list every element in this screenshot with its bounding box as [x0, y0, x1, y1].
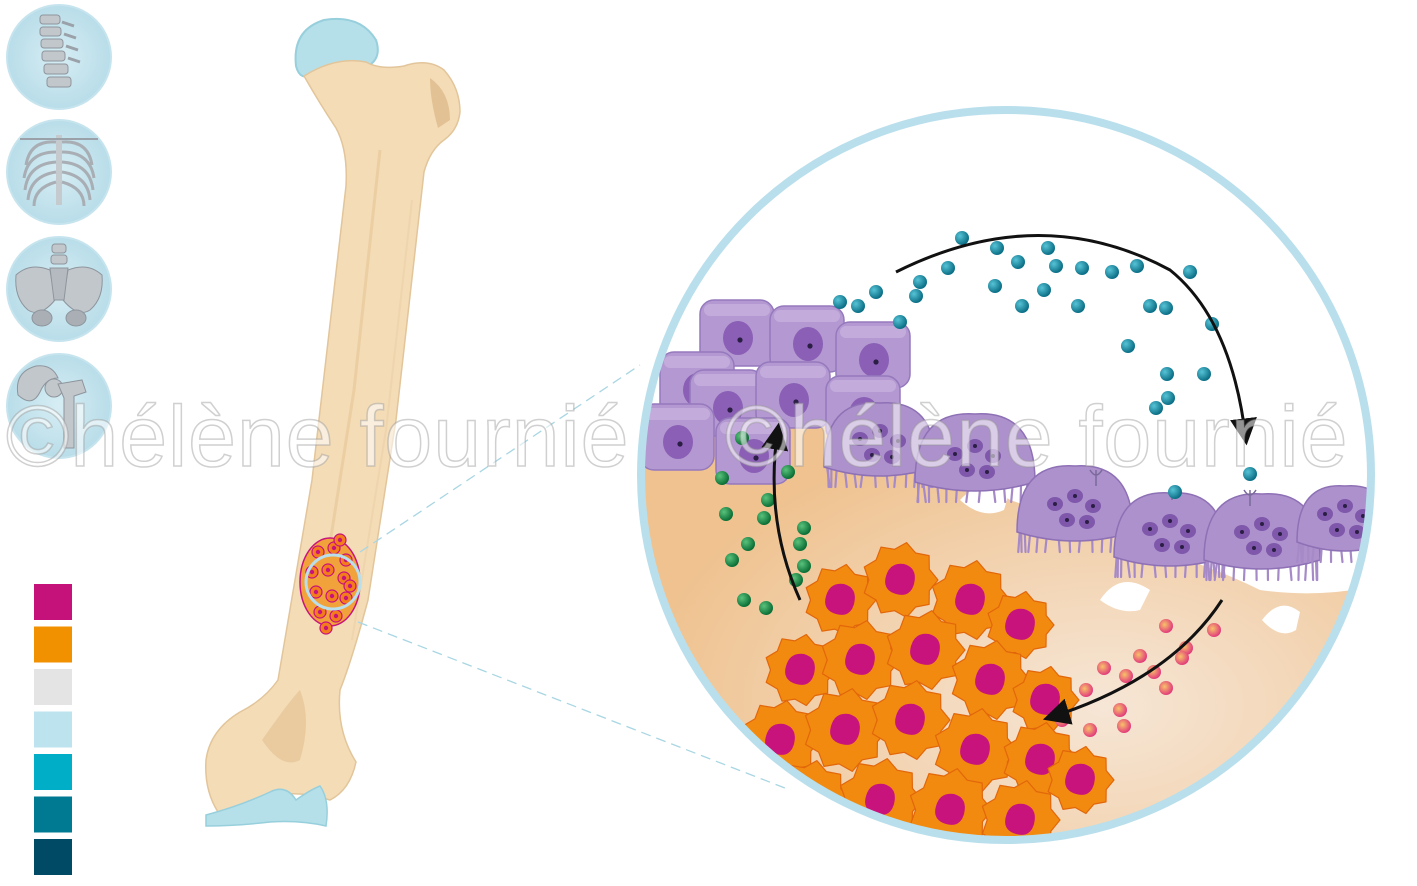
pelvis-thumbnail[interactable] [7, 237, 111, 341]
orange-particle [1159, 619, 1173, 633]
tumor-nucleus [330, 594, 334, 598]
tumor-nucleus [342, 576, 346, 580]
legend-swatch [34, 797, 72, 833]
orange-particle [1117, 719, 1131, 733]
legend-swatch [34, 754, 72, 790]
femur-shaft [206, 61, 460, 812]
teal-particle [1049, 259, 1063, 273]
teal-particle [893, 315, 907, 329]
tumor-nucleus [344, 596, 348, 600]
tumor-nucleus [348, 584, 352, 588]
teal-particle [1037, 283, 1051, 297]
teal-particle [1130, 259, 1144, 273]
orange-particle [1207, 623, 1221, 637]
teal-particle [909, 289, 923, 303]
orange-particle [1119, 669, 1133, 683]
spine-thumbnail[interactable] [7, 5, 111, 109]
orange-particle [1175, 651, 1189, 665]
green-particle [757, 511, 771, 525]
femur [206, 19, 460, 826]
orange-particle [1083, 723, 1097, 737]
teal-particle [1149, 401, 1163, 415]
green-particle [759, 601, 773, 615]
hip-joint-thumbnail[interactable] [7, 354, 111, 458]
teal-particle [990, 241, 1004, 255]
teal-particle [941, 261, 955, 275]
teal-particle [988, 279, 1002, 293]
teal-particle [1011, 255, 1025, 269]
tumor-nucleus [324, 626, 328, 630]
legend-swatch [34, 712, 72, 748]
legend-swatch [34, 669, 72, 705]
teal-particle [1075, 261, 1089, 275]
teal-particle [1183, 265, 1197, 279]
teal-particle [1121, 339, 1135, 353]
thumbnail-column [7, 5, 111, 458]
orange-particle [1097, 661, 1111, 675]
tumor-nucleus [334, 614, 338, 618]
ribcage-thumbnail[interactable] [7, 120, 111, 224]
green-particle [761, 493, 775, 507]
teal-particle [1243, 467, 1257, 481]
teal-particle [955, 231, 969, 245]
tumor-nucleus [326, 568, 330, 572]
teal-particle [1160, 367, 1174, 381]
green-particle [725, 553, 739, 567]
orange-particle [1113, 703, 1127, 717]
tumor-nucleus [316, 550, 320, 554]
green-particle [735, 431, 749, 445]
osteoblast-nucleus [663, 425, 693, 459]
teal-particle [1161, 391, 1175, 405]
color-legend [34, 584, 72, 875]
green-particle [715, 471, 729, 485]
teal-particle [833, 295, 847, 309]
green-particle [741, 537, 755, 551]
green-particle [793, 537, 807, 551]
teal-particle [1071, 299, 1085, 313]
teal-particle [1041, 241, 1055, 255]
tumor-nucleus [310, 570, 314, 574]
tumor-nucleus [314, 590, 318, 594]
legend-swatch [34, 839, 72, 875]
tumor-nucleus [332, 546, 336, 550]
osteoblast-nucleus [793, 327, 823, 361]
green-particle [737, 593, 751, 607]
green-particle [719, 507, 733, 521]
teal-particle [1159, 301, 1173, 315]
teal-particle [1143, 299, 1157, 313]
teal-particle [1105, 265, 1119, 279]
teal-particle [1168, 485, 1182, 499]
teal-particle [913, 275, 927, 289]
legend-swatch [34, 584, 72, 620]
orange-particle [1159, 681, 1173, 695]
orange-particle [1079, 683, 1093, 697]
osteoblast-nucleus [723, 321, 753, 355]
orange-particle [1133, 649, 1147, 663]
osteoblast-cell [640, 404, 714, 470]
teal-particle [851, 299, 865, 313]
osteoblast-nucleus [859, 343, 889, 377]
green-particle [797, 521, 811, 535]
teal-particle [1015, 299, 1029, 313]
tumor-nucleus [318, 610, 322, 614]
osteoblast-nucleus [779, 383, 809, 417]
tumor-nucleus [338, 538, 342, 542]
teal-particle [869, 285, 883, 299]
green-particle [797, 559, 811, 573]
legend-swatch [34, 627, 72, 663]
teal-particle [1197, 367, 1211, 381]
green-particle [781, 465, 795, 479]
